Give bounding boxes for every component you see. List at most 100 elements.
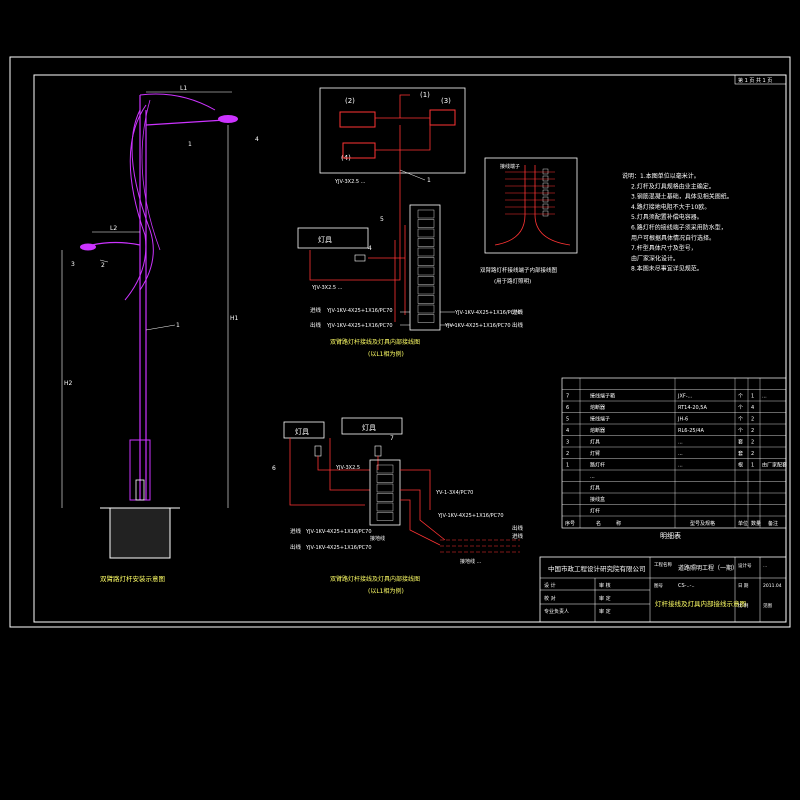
upper-arm <box>145 119 226 126</box>
bottom-sub: (以L1相为例) <box>368 587 404 595</box>
terminal-cell <box>376 493 394 502</box>
line-in-top: 进线 <box>310 306 322 314</box>
terminal-cell <box>376 502 394 512</box>
cable-in-right: YJV-1KV-4X25+1X16/PC70 <box>454 310 521 316</box>
terminal-box-cell <box>542 175 549 182</box>
terminal-cell <box>417 314 435 323</box>
bottom-ground: 接地线 <box>370 535 385 542</box>
project-label: 工程名称 <box>654 561 672 568</box>
pole-caption: 双臂路灯杆安装示意图 <box>100 574 165 583</box>
part-2: 2 <box>101 262 105 269</box>
bom-header-cell: 称 <box>616 520 621 527</box>
fuse-a <box>314 445 322 457</box>
cable-mid: YJV-1KV-4X25+1X16/PC70 <box>437 513 504 519</box>
inner-frame <box>33 74 787 623</box>
note-line: 用户可根据具体情况自行选择。 <box>631 234 715 242</box>
company-name: 中国市政工程设计研究院有限公司 <box>548 564 646 573</box>
bom-cell: 熔断器 <box>590 404 605 411</box>
note-line: 由厂家深化设计。 <box>631 254 679 262</box>
terminal-box-cell <box>542 196 549 203</box>
num-bottom-7: 7 <box>390 435 394 442</box>
bottom-out: 出线 <box>512 524 524 532</box>
cable-out-top: YJV-1KV-4X25+1X16/PC70 <box>326 323 393 329</box>
top-caption: 双臂路灯杆接线及灯具内部接线图 <box>330 338 420 346</box>
bom-cell: RL6-25/4A <box>678 428 704 434</box>
title-block-rows: 设 计审 核校 对审 定专业负责人审 定 <box>544 582 611 615</box>
note-line: 7.杆型具体尺寸及型号， <box>631 244 697 252</box>
note-line: 6.路灯杆的接线端子须采用防水型， <box>631 224 727 232</box>
fuse-b <box>374 445 382 457</box>
out-right-top: 出线 <box>512 321 524 329</box>
note-line: 5.灯具须配置补偿电容器。 <box>631 213 703 221</box>
bottom-line-in: 进线 <box>290 527 302 535</box>
dim-h1: H1 <box>230 315 239 322</box>
bom-cell: 7 <box>566 394 569 400</box>
lamp-head-upper <box>218 115 238 123</box>
bom-cell: 4 <box>566 428 569 434</box>
dim-l1: L1 <box>180 85 187 92</box>
num-top-1: 1 <box>427 177 431 184</box>
lamp-label-top: 灯具 <box>318 235 332 244</box>
tb-right-value: 2011.04 <box>763 583 782 589</box>
part-5: 1 <box>188 141 192 148</box>
tb-row-label: 审 定 <box>599 608 611 615</box>
bottom-ground-right: 接地线 ... <box>460 558 482 565</box>
title-block-frame <box>539 556 787 623</box>
wires-top-vert <box>394 225 406 322</box>
terminal-cell <box>417 238 435 247</box>
arm-curve-3 <box>141 99 161 251</box>
page-label: 第 1 页 共 1 页 <box>738 77 772 84</box>
line-out-top: 出线 <box>310 321 322 329</box>
cable-in-top: YJV-1KV-4X25+1X16/PC70 <box>326 308 393 314</box>
bom-cell: 接线端子箱 <box>590 393 615 400</box>
top-sub: (以L1相为例) <box>368 350 404 358</box>
bom-cell: 接线端子 <box>590 416 610 423</box>
terminal-cell <box>417 257 435 266</box>
mark-2: (2) <box>345 97 355 105</box>
bom-cell: 4 <box>751 405 754 411</box>
bom-cell: JH-6 <box>677 417 688 423</box>
terminal-box-diagram: 接线端子 双臂路灯杆接线端子内部接线图 (用于路灯照明) <box>480 157 578 285</box>
tb-right-value: ... <box>763 564 767 569</box>
in-right-top: 进线 <box>512 308 524 316</box>
lamp-head-lower <box>80 243 96 251</box>
terminal-box-cell <box>542 210 549 217</box>
leader-1 <box>145 324 176 331</box>
bottom-cable-out: YJV-1KV-4X25+1X16/PC70 <box>305 545 372 551</box>
tb-row-label: 审 核 <box>599 582 611 589</box>
bom-header-cell: 型号及规格 <box>690 520 715 527</box>
lamp-box-a <box>283 421 325 439</box>
tb-row-label: 审 定 <box>599 595 611 602</box>
bottom-wiring-diagram: 灯具 灯具 6 7 YJV-3X2.5 YV-1-3X4/PC70 YJV-1K… <box>272 417 524 595</box>
bom-cell: 个 <box>738 417 743 423</box>
lamp-a: 灯具 <box>295 427 309 436</box>
lamp-box-b <box>341 417 403 435</box>
bom-cell: JXF-... <box>677 394 693 400</box>
terminal-cell <box>417 295 435 304</box>
bom-header-cell: 备注 <box>768 520 778 527</box>
terminal-cell <box>376 464 394 474</box>
bom-cell: ... <box>762 394 767 400</box>
bom-cell: 路灯杆 <box>590 462 605 469</box>
project-name: 道路照明工程（一期） <box>678 564 738 572</box>
bom-frame <box>561 377 787 529</box>
bom-header-cell: 序号 <box>565 520 575 527</box>
terminal-box-cell <box>542 168 549 175</box>
num-bottom-6: 6 <box>272 465 276 472</box>
bom-cell: 由厂家配套 <box>762 462 787 469</box>
bottom-cable-in: YJV-1KV-4X25+1X16/PC70 <box>305 529 372 535</box>
dim-l2: L2 <box>110 225 117 232</box>
terminal-rows-top <box>417 209 435 323</box>
drawing-name: 灯杆接线及灯具内部接线示意图 <box>655 599 746 608</box>
pole-diagram: L1 L2 H1 H2 1 2 3 4 1 双臂路灯杆安装示意图 <box>61 85 259 583</box>
bottom-wires <box>289 438 379 506</box>
bom-header-cell: 名 <box>596 520 601 527</box>
tb-row-label: 专业负责人 <box>544 608 569 615</box>
mark-3: (3) <box>441 97 451 105</box>
top-wiring-diagram: (2) (1) (3) (4) 1 YJV-3X2.5 ... 灯具 4 5 Y… <box>297 87 524 358</box>
terminal-cell <box>417 276 435 285</box>
foundation <box>109 507 171 559</box>
note-line: 2.灯杆及灯具规格由业主确定。 <box>631 182 715 190</box>
